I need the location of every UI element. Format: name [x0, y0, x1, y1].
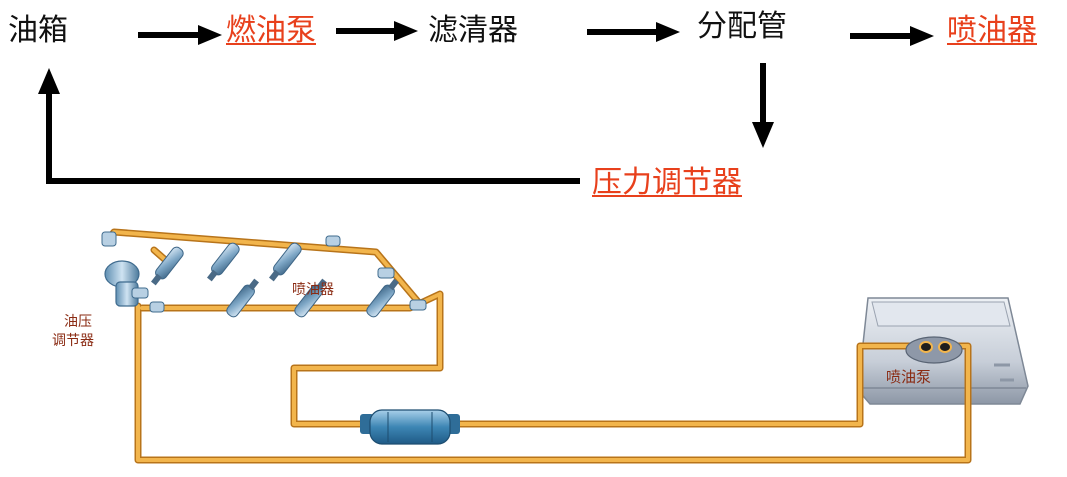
- flow-node-filter: 滤清器: [428, 13, 518, 48]
- pressure-regulator: [104, 260, 165, 313]
- fuel-lines: [104, 228, 972, 464]
- arrow-pump-to-filter: [336, 21, 418, 41]
- arrow-filter-to-rail: [587, 22, 680, 42]
- caption-injector: 喷油器: [292, 282, 334, 298]
- flow-node-injector: 喷油器: [947, 13, 1037, 48]
- injector-upper-2: [207, 242, 240, 282]
- caption-pump: 喷油泵: [886, 368, 931, 386]
- injector-lower-2: [294, 278, 327, 318]
- caption-regulator-line2: 调节器: [52, 333, 94, 349]
- in-tank-pump: [905, 336, 963, 364]
- injectors-upper-row: [151, 242, 302, 286]
- flow-arrows: [38, 21, 934, 184]
- arrow-rail-to-regulator: [752, 63, 774, 148]
- flow-node-fuel-pump: 燃油泵: [226, 13, 316, 48]
- caption-regulator-line1: 油压: [64, 314, 92, 330]
- arrow-rail-to-injector: [850, 26, 934, 46]
- arrow-regulator-to-tank: [38, 68, 580, 184]
- injector-lower-1: [226, 278, 259, 318]
- injector-upper-3: [269, 242, 302, 282]
- injector-lower-3: [366, 278, 399, 318]
- fuel-filter: [360, 409, 460, 445]
- rail-connectors: [101, 231, 427, 311]
- flow-node-fuel-tank: 油箱: [8, 13, 68, 48]
- injector-upper-1: [151, 246, 184, 286]
- flow-node-pressure-regulator: 压力调节器: [592, 165, 742, 200]
- arrow-tank-to-pump: [138, 25, 222, 45]
- injectors-lower-row: [226, 278, 399, 318]
- flow-node-distribution-pipe: 分配管: [697, 9, 787, 44]
